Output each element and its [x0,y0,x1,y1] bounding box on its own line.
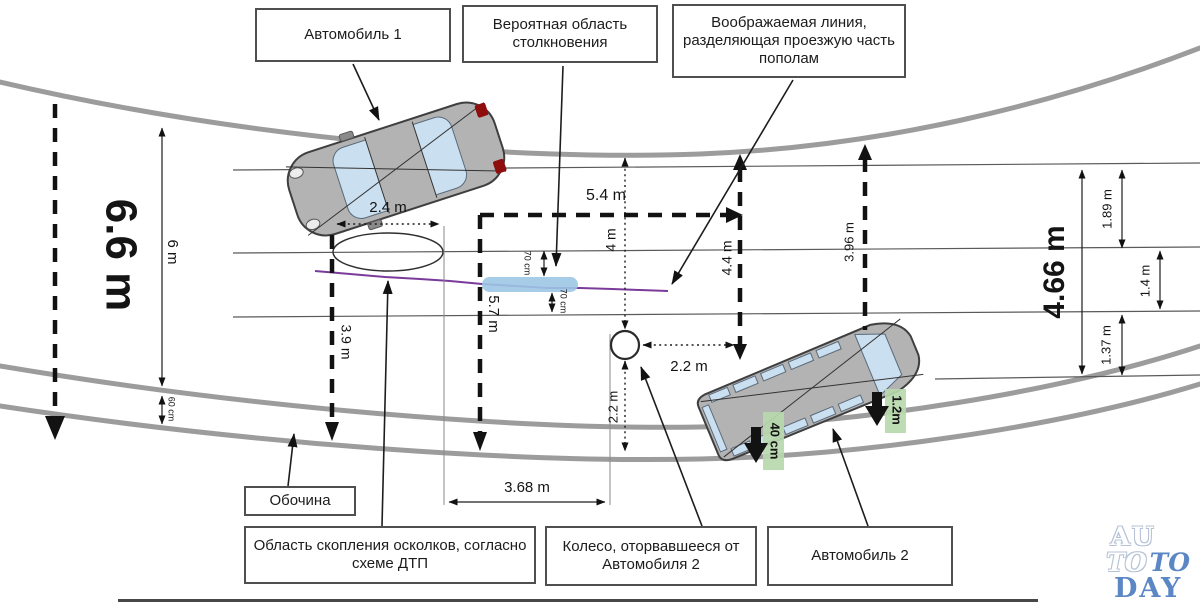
road-edge-bottom-inner [0,343,1200,430]
connector-car1 [352,63,380,121]
text-70cm-top: 70 cm [523,251,533,276]
measure-5-7-arrow [473,432,487,451]
lane-line-4 [934,374,1200,380]
text-70cm-bottom: 70 cm [559,289,569,314]
connector-debris [381,280,393,527]
connector-collision [551,65,564,267]
text-1-89m: 1.89 m [1099,189,1114,229]
text-2-4m: 2.4 m [369,199,407,216]
thick-arrow-40cm [744,427,768,463]
measure-4-4-arrow-bottom [733,344,747,360]
road-edge-top [0,45,1200,158]
text-6-6m: 6.6 m [96,199,145,312]
callout-wheel: Колесо, оторвавшееся от Автомобиля 2 [545,526,757,586]
measure-3-96-arrow [858,144,872,160]
text-4-66m: 4.66 m [1038,225,1071,318]
watermark-bottom: DAY [1113,573,1183,605]
car1-taillight [474,102,489,118]
text-3-96m: 3.96 m [841,222,856,262]
collision-zone [482,277,578,292]
text-60cm: 60 cm [167,397,177,422]
text-1-37m: 1.37 m [1098,325,1113,365]
car1-headlight [289,167,304,179]
text-3-9m: 3.9 m [338,324,354,359]
debris-ellipse [332,232,444,272]
tag-1-2m [885,389,906,433]
car1-headlight [305,218,321,231]
callout-debris-area: Область скопления осколков, согласно схе… [244,526,536,584]
bottom-edge-line [118,599,1038,602]
connector-wheel [640,366,703,527]
text-2-2m-horizontal: 2.2 m [670,358,708,375]
connector-imaginary-line [671,79,794,285]
text-1-4m: 1.4 m [1137,265,1152,298]
measure-4-4-arrow-top [733,154,747,170]
callout-car1: Автомобиль 1 [255,8,451,62]
text-3-68m: 3.68 m [504,479,550,496]
left-boundary-arrow [45,416,65,440]
thick-arrow-1-2m [865,392,889,426]
car-2 [696,318,924,462]
text-2-2m-vertical: 2.2 m [605,391,620,424]
lane-line-2 [232,246,1200,254]
measure-5-4-arrow [726,207,743,223]
callout-collision-area: Вероятная область столкновения [462,5,658,63]
callout-imaginary-line: Воображаемая линия, разделяющая проезжую… [672,4,906,78]
detached-wheel [609,329,641,361]
text-5-7m: 5.7 m [485,295,502,333]
car1-mirror [338,130,355,142]
text-5-4m: 5.4 m [586,187,626,204]
car1-taillight [493,158,507,174]
watermark-top: AU [1110,522,1156,552]
connector-shoulder [287,433,298,487]
measure-3-9-arrow [325,422,339,441]
text-1-2m: 1.2m [890,395,905,425]
text-4m: 4 m [603,228,619,251]
callout-shoulder: Обочина [244,486,356,516]
road-edge-bottom-outer [0,381,1200,463]
text-4-4m: 4.4 m [719,240,735,275]
callout-car2: Автомобиль 2 [767,526,953,586]
text-6m: 6 m [164,239,181,264]
tag-40cm [763,412,784,470]
connector-car2 [832,428,869,527]
lane-line-3 [232,310,1200,318]
car-1 [285,101,507,237]
text-40cm: 40 cm [768,423,783,460]
